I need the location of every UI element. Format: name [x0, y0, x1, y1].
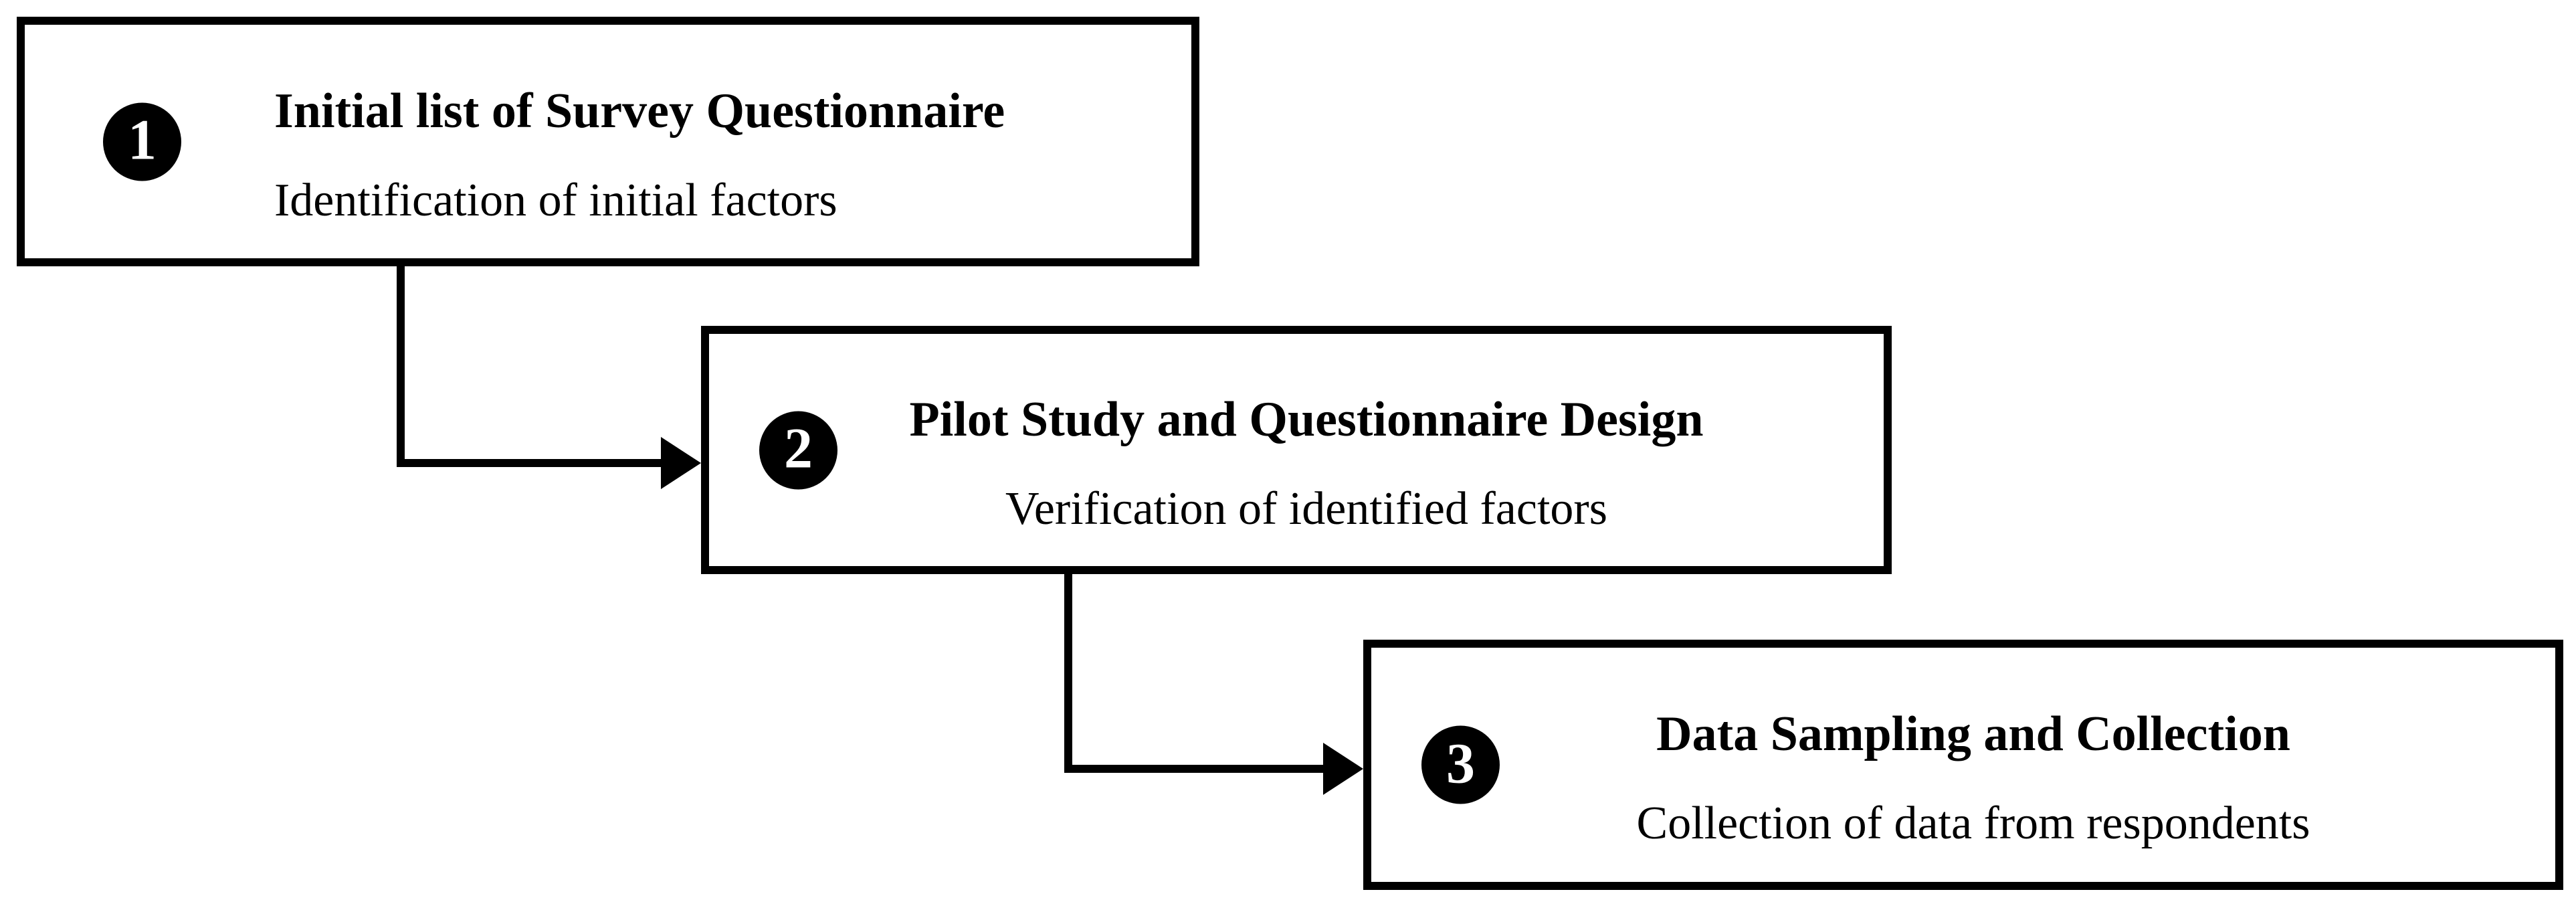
step-3-number-badge-icon: 3 [1421, 725, 1500, 804]
step-box-3: 3 Data Sampling and Collection Collectio… [1363, 640, 2563, 890]
step-3-number: 3 [1446, 731, 1475, 795]
connector-1-vertical-line [397, 266, 405, 467]
step-2-subtitle: Verification of identified factors [1005, 482, 1607, 535]
step-box-2: 2 Pilot Study and Questionnaire Design V… [701, 326, 1892, 574]
connector-1-horizontal-line [397, 459, 662, 467]
step-1-number: 1 [128, 107, 157, 172]
step-1-title: Initial list of Survey Questionnaire [274, 83, 1005, 139]
connector-2-arrowhead-icon [1323, 743, 1363, 795]
step-1-subtitle: Identification of initial factors [274, 174, 837, 226]
step-3-subtitle: Collection of data from respondents [1636, 798, 2310, 849]
step-3-text-block: Data Sampling and Collection Collection … [1391, 648, 2555, 882]
connector-1-arrowhead-icon [661, 437, 701, 489]
step-2-text-block: Pilot Study and Questionnaire Design Ver… [729, 334, 1884, 566]
connector-2-horizontal-line [1064, 765, 1324, 773]
connector-2-vertical-line [1064, 574, 1072, 773]
step-1-text-block: Initial list of Survey Questionnaire Ide… [274, 25, 1165, 258]
step-2-number: 2 [784, 416, 813, 480]
step-3-title: Data Sampling and Collection [1656, 707, 2290, 761]
step-2-number-badge-icon: 2 [759, 411, 837, 489]
step-box-1: 1 Initial list of Survey Questionnaire I… [17, 17, 1199, 266]
step-2-title: Pilot Study and Questionnaire Design [909, 391, 1704, 447]
step-1-number-badge-icon: 1 [103, 102, 181, 181]
